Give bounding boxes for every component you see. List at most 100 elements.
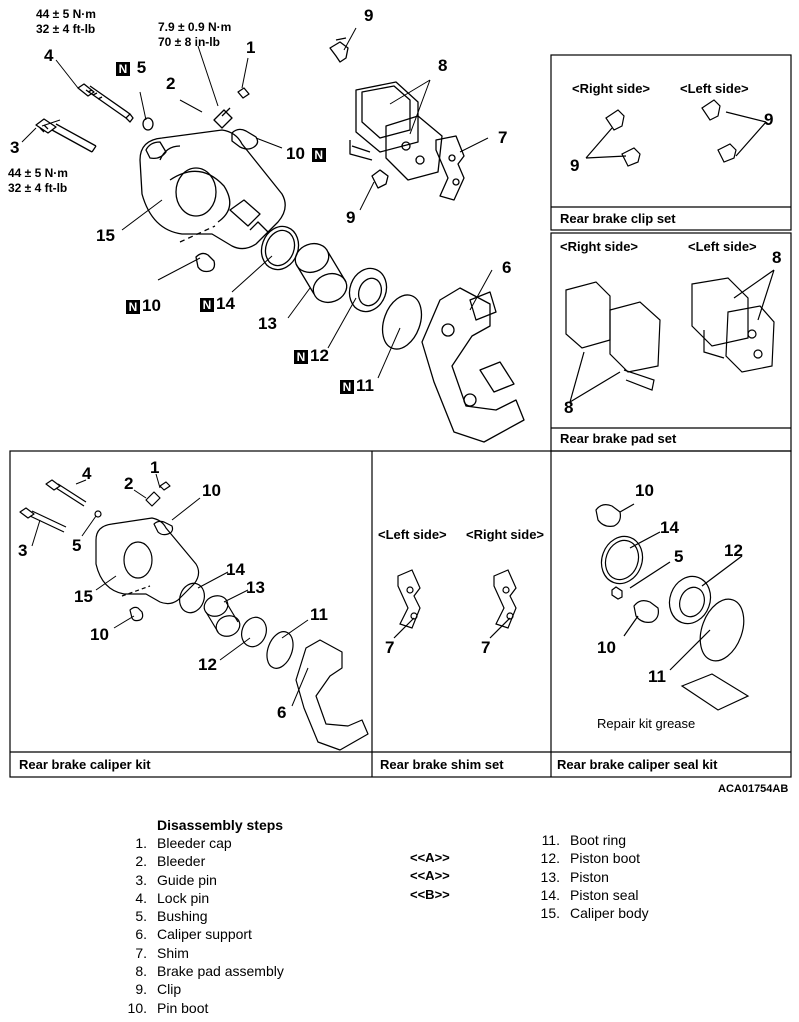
clip-set-callout-9-right: 9 (570, 156, 580, 175)
piston-part (294, 242, 348, 304)
lock-pin-part (77, 83, 134, 123)
n-badge: N (340, 379, 354, 394)
list-item: 9.Clip (135, 981, 182, 998)
kit-callout-5: 5 (72, 536, 82, 555)
seal-callout-14: 14 (660, 518, 679, 537)
n-badge: N (200, 297, 214, 312)
lock-pin-torque-ftlb: 32 ± 4 ft-lb (36, 22, 96, 36)
seal-callout-10-upper: 10 (635, 481, 654, 500)
clip-set-callout-9-left: 9 (764, 110, 774, 129)
list-item: 4.Lock pin (135, 889, 210, 906)
code-step-11: <<A>> (410, 850, 450, 865)
callout-7: 7 (498, 128, 508, 147)
exploded-diagram (9, 27, 792, 778)
callout-15: 15 (96, 226, 115, 245)
kit-callout-3: 3 (18, 541, 28, 560)
callout-13: 13 (258, 314, 277, 333)
guide-pin-torque-nm: 44 ± 5 N·m (8, 166, 68, 180)
seal-kit-drawing (595, 503, 750, 711)
pad-set-box (550, 232, 792, 452)
callout-9-bottom: 9 (346, 208, 356, 227)
n-badge: N (116, 61, 130, 76)
kit-callout-2: 2 (124, 474, 134, 493)
clip-set-left-label: <Left side> (680, 81, 749, 96)
callout-4: 4 (44, 46, 54, 65)
callout-3: 3 (10, 138, 20, 157)
list-item: 6.Caliper support (135, 926, 252, 943)
clip-set-right-label: <Right side> (572, 81, 651, 96)
caliper-support-part (421, 287, 525, 443)
lock-pin-torque-nm: 44 ± 5 N·m (36, 7, 96, 21)
kit-callout-6: 6 (277, 703, 287, 722)
callout-10-upper: 10 N (286, 144, 328, 164)
seal-callout-12: 12 (724, 541, 743, 560)
pad-set-drawing (565, 269, 775, 403)
kit-callout-11: 11 (310, 605, 328, 624)
pad-set-left-label: <Left side> (688, 239, 757, 254)
callout-9-top: 9 (364, 6, 374, 25)
shim-set-title: Rear brake shim set (380, 757, 504, 772)
list-item: 5.Bushing (135, 908, 208, 925)
bleeder-torque-nm: 7.9 ± 0.9 N·m (158, 20, 232, 34)
n-badge: N (126, 299, 140, 314)
kit-callout-15: 15 (74, 587, 93, 606)
bleeder-torque-inlb: 70 ± 8 in-lb (158, 35, 220, 49)
callout-2: 2 (166, 74, 176, 93)
code-step-13: <<B>> (410, 886, 450, 902)
clip-set-box (550, 54, 792, 231)
list-item: 10.Pin boot (127, 999, 209, 1016)
kit-callout-13: 13 (246, 578, 265, 597)
shim-set-callout-7-left: 7 (385, 638, 395, 657)
list-item: 7.Shim (135, 944, 189, 961)
guide-pin-torque-ftlb: 32 ± 4 ft-lb (8, 181, 68, 195)
list-item: 1.Bleeder cap (135, 835, 232, 851)
callout-5: N 5 (114, 58, 146, 78)
list-item: 2.Bleeder (135, 853, 206, 870)
kit-callout-12: 12 (198, 655, 217, 674)
shim-set-drawing (393, 569, 517, 639)
service-codes: <<A>> <<A>> <<B>> (410, 849, 450, 904)
steps-right-list: 11.Boot ring 12.Piston boot 13.Piston 14… (526, 831, 649, 922)
pad-set-callout-8-right: 8 (564, 398, 574, 417)
seal-callout-5: 5 (674, 547, 684, 566)
n-badge: N (311, 147, 326, 162)
repair-kit-grease-label: Repair kit grease (597, 716, 696, 731)
callout-1: 1 (246, 38, 256, 57)
caliper-body-part (139, 129, 286, 250)
figure-code: ACA01754AB (718, 783, 789, 795)
n-badge: N (294, 349, 308, 364)
clip-set-drawing (585, 99, 767, 167)
steps-heading: Disassembly steps (157, 817, 284, 833)
caliper-kit-drawing (19, 479, 369, 751)
list-item: 11.Boot ring (541, 832, 627, 848)
brake-pad-part (349, 81, 443, 181)
shim-set-right-label: <Right side> (466, 527, 545, 542)
main-assembly-drawing (35, 37, 525, 443)
callout-6: 6 (502, 258, 512, 277)
steps-left-list: 1.Bleeder cap 2.Bleeder 3.Guide pin 4.Lo… (113, 834, 284, 1017)
list-item: 15.Caliper body (540, 905, 649, 922)
pad-set-right-label: <Right side> (560, 239, 639, 254)
callout-8: 8 (438, 56, 448, 75)
list-item: 13.Piston (540, 868, 609, 885)
shim-set-callout-7-right: 7 (481, 638, 491, 657)
list-item: 12.Piston boot (540, 850, 641, 867)
seal-callout-10-lower: 10 (597, 638, 616, 657)
pad-set-callout-8-left: 8 (772, 248, 782, 267)
list-item: 14.Piston seal (540, 886, 639, 903)
list-item: 3.Guide pin (135, 871, 217, 888)
kit-callout-14: 14 (226, 560, 245, 579)
kit-callout-10-lower: 10 (90, 625, 109, 644)
caliper-kit-title: Rear brake caliper kit (19, 757, 151, 772)
guide-pin-part (35, 118, 97, 153)
seal-kit-title: Rear brake caliper seal kit (557, 757, 718, 772)
clip-set-title: Rear brake clip set (560, 211, 676, 226)
kit-callout-10-upper: 10 (202, 481, 221, 500)
kit-callout-1: 1 (150, 458, 160, 477)
caliper-kit-box (9, 450, 792, 778)
kit-callout-4: 4 (82, 464, 92, 483)
